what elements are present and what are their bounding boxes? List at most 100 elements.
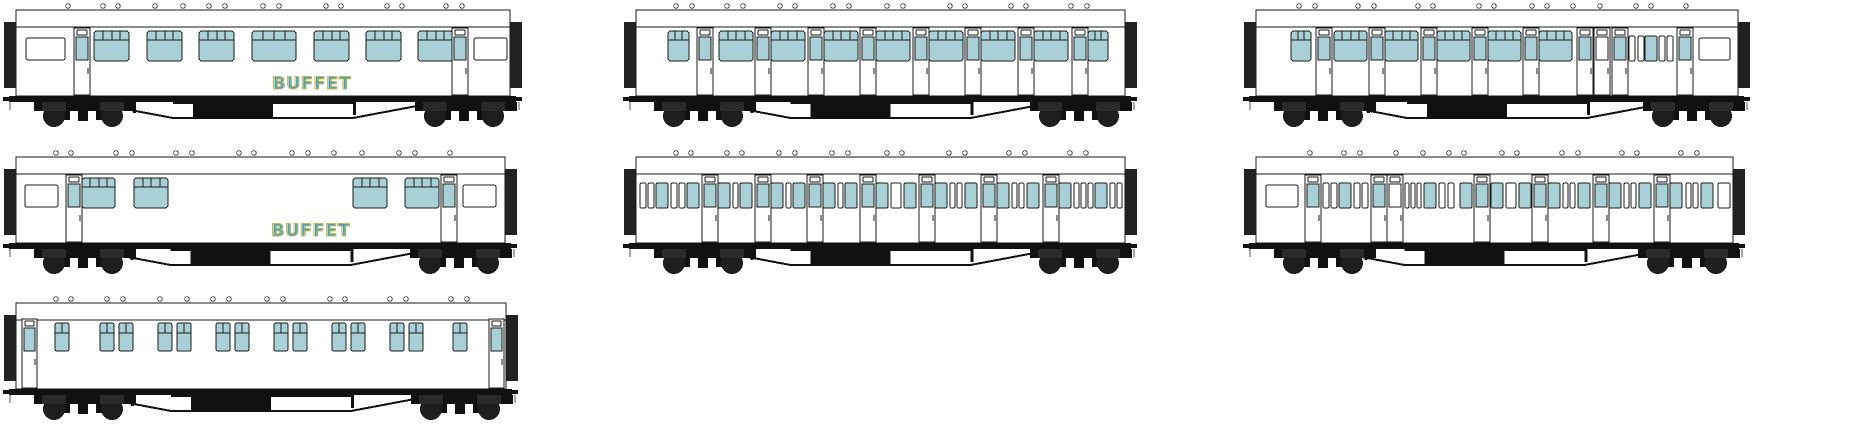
door-vent-icon bbox=[1474, 29, 1486, 36]
quarter-light bbox=[1404, 182, 1410, 209]
quarter-light bbox=[844, 182, 858, 209]
roof-vent-icon bbox=[1341, 150, 1347, 156]
roof-vent-icon bbox=[845, 150, 851, 156]
battery-box bbox=[193, 102, 273, 117]
coach-4: BUFFET bbox=[0, 140, 620, 280]
door-vent-icon bbox=[810, 29, 822, 36]
door-vent-icon bbox=[1423, 29, 1435, 36]
roof-vent-icon bbox=[1371, 3, 1377, 9]
roof-vent-icon bbox=[384, 3, 390, 9]
axlebox bbox=[419, 395, 443, 404]
bogie-left bbox=[654, 249, 756, 274]
droplight-window bbox=[1317, 36, 1331, 61]
door-vent-icon bbox=[1045, 176, 1057, 183]
roof-vent-icon bbox=[152, 3, 158, 9]
axlebox bbox=[1704, 249, 1728, 258]
buffer-right bbox=[511, 244, 517, 248]
end-window bbox=[462, 184, 497, 208]
droplight-window bbox=[982, 183, 996, 208]
droplight-window bbox=[861, 36, 875, 61]
roof-vent-icon bbox=[359, 150, 365, 156]
gangway-right bbox=[506, 315, 518, 381]
gangway-right bbox=[1125, 169, 1137, 235]
roof-vent-icon bbox=[830, 3, 836, 9]
bogie-bolster bbox=[455, 404, 465, 414]
axlebox bbox=[100, 249, 124, 258]
axlebox bbox=[1340, 249, 1364, 258]
quarter-light bbox=[1058, 182, 1072, 209]
door-vent-icon bbox=[1373, 176, 1385, 183]
quarter-light bbox=[1623, 182, 1630, 209]
droplight-window bbox=[1475, 183, 1489, 208]
buffer-left bbox=[3, 390, 9, 394]
roof-vent-icon bbox=[1634, 150, 1640, 156]
quarter-light bbox=[1666, 35, 1674, 62]
solebar bbox=[1249, 96, 1744, 102]
roof-vent-icon bbox=[403, 296, 409, 302]
end-window bbox=[25, 37, 66, 61]
quarter-light bbox=[1322, 182, 1330, 209]
quarter-light bbox=[717, 182, 731, 209]
coach-6 bbox=[1240, 140, 1860, 280]
quarter-light bbox=[1026, 182, 1040, 209]
gangway-left bbox=[4, 169, 16, 235]
roof-vent-icon bbox=[189, 150, 195, 156]
door-vent-icon bbox=[1595, 176, 1607, 183]
quarter-light bbox=[1518, 182, 1532, 209]
door-vent-icon bbox=[862, 29, 874, 36]
quarter-light bbox=[678, 182, 686, 209]
roof-vent-icon bbox=[443, 3, 449, 9]
door-vent-icon bbox=[1614, 29, 1626, 36]
roof-vent-icon bbox=[173, 150, 179, 156]
spring bbox=[684, 111, 690, 120]
bogie-frame bbox=[34, 249, 136, 258]
quarter-light bbox=[949, 182, 956, 209]
battery-box bbox=[1427, 102, 1507, 117]
roof-vent-icon bbox=[53, 150, 59, 156]
hanger bbox=[353, 102, 356, 115]
spring bbox=[684, 258, 690, 267]
roof-vent-icon bbox=[1619, 150, 1625, 156]
bogie-bolster bbox=[698, 258, 708, 268]
bogie-bolster bbox=[1318, 111, 1328, 121]
door-vent-icon bbox=[915, 29, 927, 36]
axlebox bbox=[481, 102, 505, 111]
roof-vent-icon bbox=[251, 150, 257, 156]
quarter-light bbox=[1416, 182, 1422, 209]
spring bbox=[64, 258, 70, 267]
droplight-window bbox=[808, 183, 822, 208]
coach-drawing bbox=[3, 150, 517, 274]
droplight-window bbox=[1306, 183, 1320, 208]
axlebox bbox=[1282, 102, 1306, 111]
bogie-right bbox=[415, 102, 517, 127]
saloon-window bbox=[1087, 30, 1109, 62]
axlebox bbox=[100, 395, 124, 404]
roof-vent-icon bbox=[792, 150, 798, 156]
droplight-window bbox=[1678, 36, 1692, 61]
roof-vent-icon bbox=[115, 3, 121, 9]
buffer-left bbox=[3, 244, 9, 248]
roof-vent-icon bbox=[673, 150, 679, 156]
roof-vent-icon bbox=[673, 3, 679, 9]
roof-vent-icon bbox=[962, 150, 968, 156]
quarter-light bbox=[1410, 182, 1416, 209]
roof-vent-icon bbox=[459, 3, 465, 9]
roof-vent-icon bbox=[447, 150, 453, 156]
spring bbox=[1336, 258, 1342, 267]
buffer-left bbox=[3, 97, 9, 101]
quarter-light bbox=[1547, 182, 1561, 209]
quarter-light bbox=[837, 182, 844, 209]
door-vent-icon bbox=[699, 29, 711, 36]
bogie-bolster bbox=[1318, 258, 1328, 268]
bogie-frame bbox=[1643, 102, 1745, 111]
bogie-frame bbox=[654, 249, 756, 258]
roof-vent-icon bbox=[264, 296, 270, 302]
roof-vent-icon bbox=[396, 150, 402, 156]
quarter-light bbox=[1505, 182, 1517, 209]
quarter-light bbox=[1637, 35, 1645, 62]
axlebox bbox=[42, 102, 66, 111]
roof-vent-icon bbox=[129, 150, 135, 156]
saloon-window bbox=[1290, 30, 1312, 62]
axlebox bbox=[662, 249, 686, 258]
spring bbox=[473, 404, 479, 413]
